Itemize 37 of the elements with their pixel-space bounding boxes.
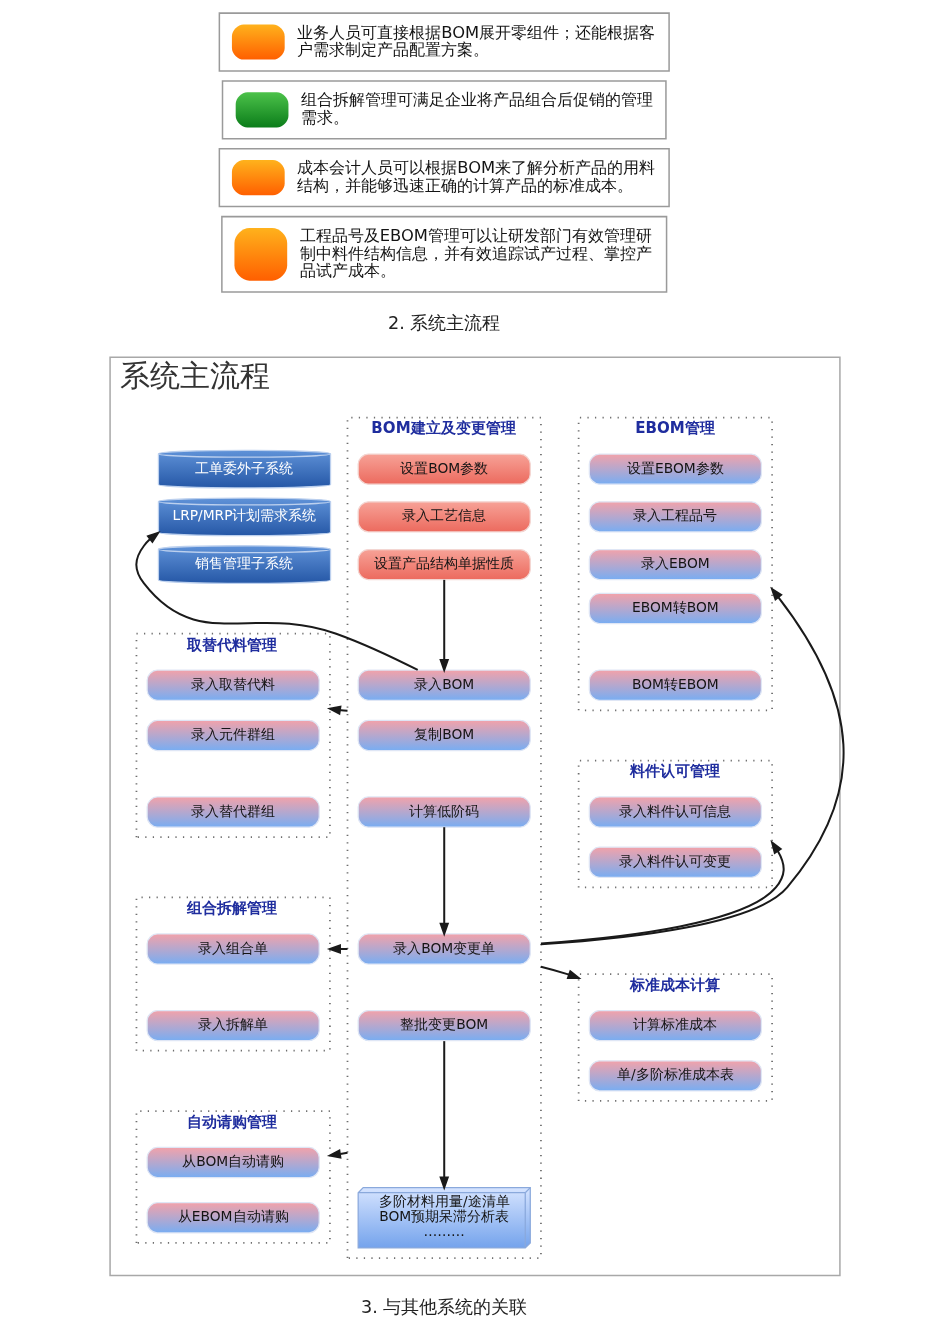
node-box: 录入料件认可信息 (588, 796, 763, 828)
node-box: 计算标准成本 (588, 1009, 763, 1042)
arrow (540, 840, 785, 945)
node-box: 录入BOM (357, 669, 531, 701)
node-box: 录入组合单 (146, 933, 320, 965)
node-box: 录入EBOM (588, 548, 763, 581)
node-box: 设置BOM参数 (357, 453, 531, 485)
arrow (439, 1041, 450, 1191)
arrow (439, 579, 450, 673)
arrow (540, 586, 845, 946)
node-box: BOM转EBOM (588, 669, 763, 701)
label: 2. 系统主流程 (388, 313, 501, 334)
node-box: 录入拆解单 (146, 1009, 320, 1042)
arrow (135, 530, 419, 671)
node-box: 复制BOM (357, 719, 531, 752)
node-box: 成本会计人员可以根据BOM来了解分析产品的用料结构，并能够迅速正确的计算产品的标准成本。 (218, 148, 670, 208)
node-box: 录入工艺信息 (357, 501, 531, 533)
node-box: 录入BOM变更单 (357, 933, 531, 965)
node-box: 单/多阶标准成本表 (588, 1060, 763, 1092)
arrow (540, 965, 582, 980)
node-box: 从BOM自动请购 (146, 1146, 320, 1179)
node-box: EBOM转BOM (588, 592, 763, 625)
node-box: 从EBOM自动请购 (146, 1202, 320, 1234)
node-box: 录入取替代料 (146, 669, 320, 701)
node-box: 设置产品结构单据性质 (357, 548, 531, 581)
node-box: 录入料件认可变更 (588, 846, 763, 878)
node-box: 业务人员可直接根据BOM展开零组件；还能根据客户需求制定产品配置方案。 (218, 12, 670, 72)
node-box: 计算低阶码 (357, 796, 531, 828)
label: 3. 与其他系统的关联 (361, 1296, 528, 1317)
node-box: 录入工程品号 (588, 501, 763, 533)
node-box: 设置EBOM参数 (588, 453, 763, 485)
node-box: 整批变更BOM (357, 1009, 531, 1042)
node-box: 录入替代群组 (146, 796, 320, 828)
node-box: 录入元件群组 (146, 719, 320, 752)
arrow (439, 827, 450, 937)
node-box: 工程品号及EBOM管理可以让研发部门有效管理研制中料件结构信息，并有效追踪试产过程、掌控产品试产成本。 (221, 215, 668, 293)
node-box: 组合拆解管理可满足企业将产品组合后促销的管理需求。 (221, 80, 667, 140)
